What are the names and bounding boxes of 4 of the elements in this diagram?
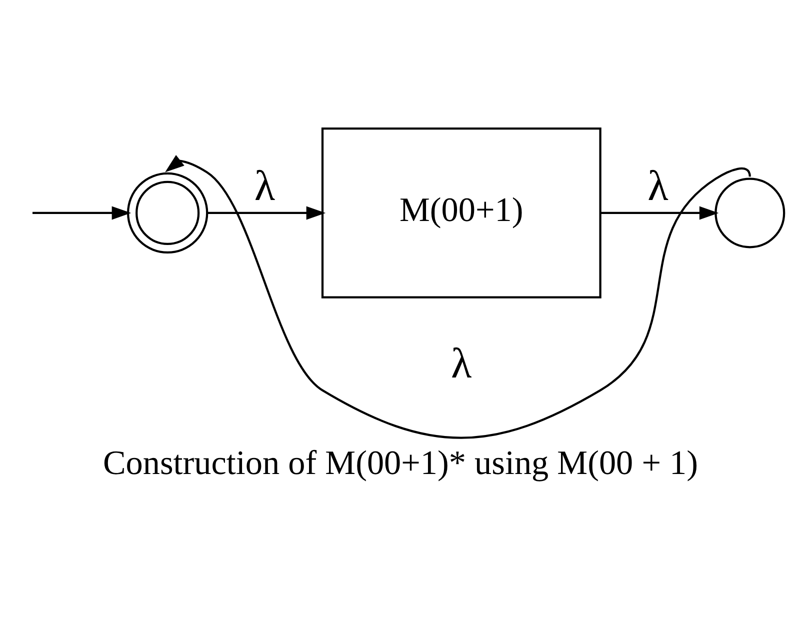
edge-label: λ (648, 163, 668, 210)
edge-label: λ (254, 163, 276, 210)
edge-label: λ (451, 340, 472, 388)
caption: Construction of M(00+1)* using M(00 + 1) (102, 444, 698, 482)
